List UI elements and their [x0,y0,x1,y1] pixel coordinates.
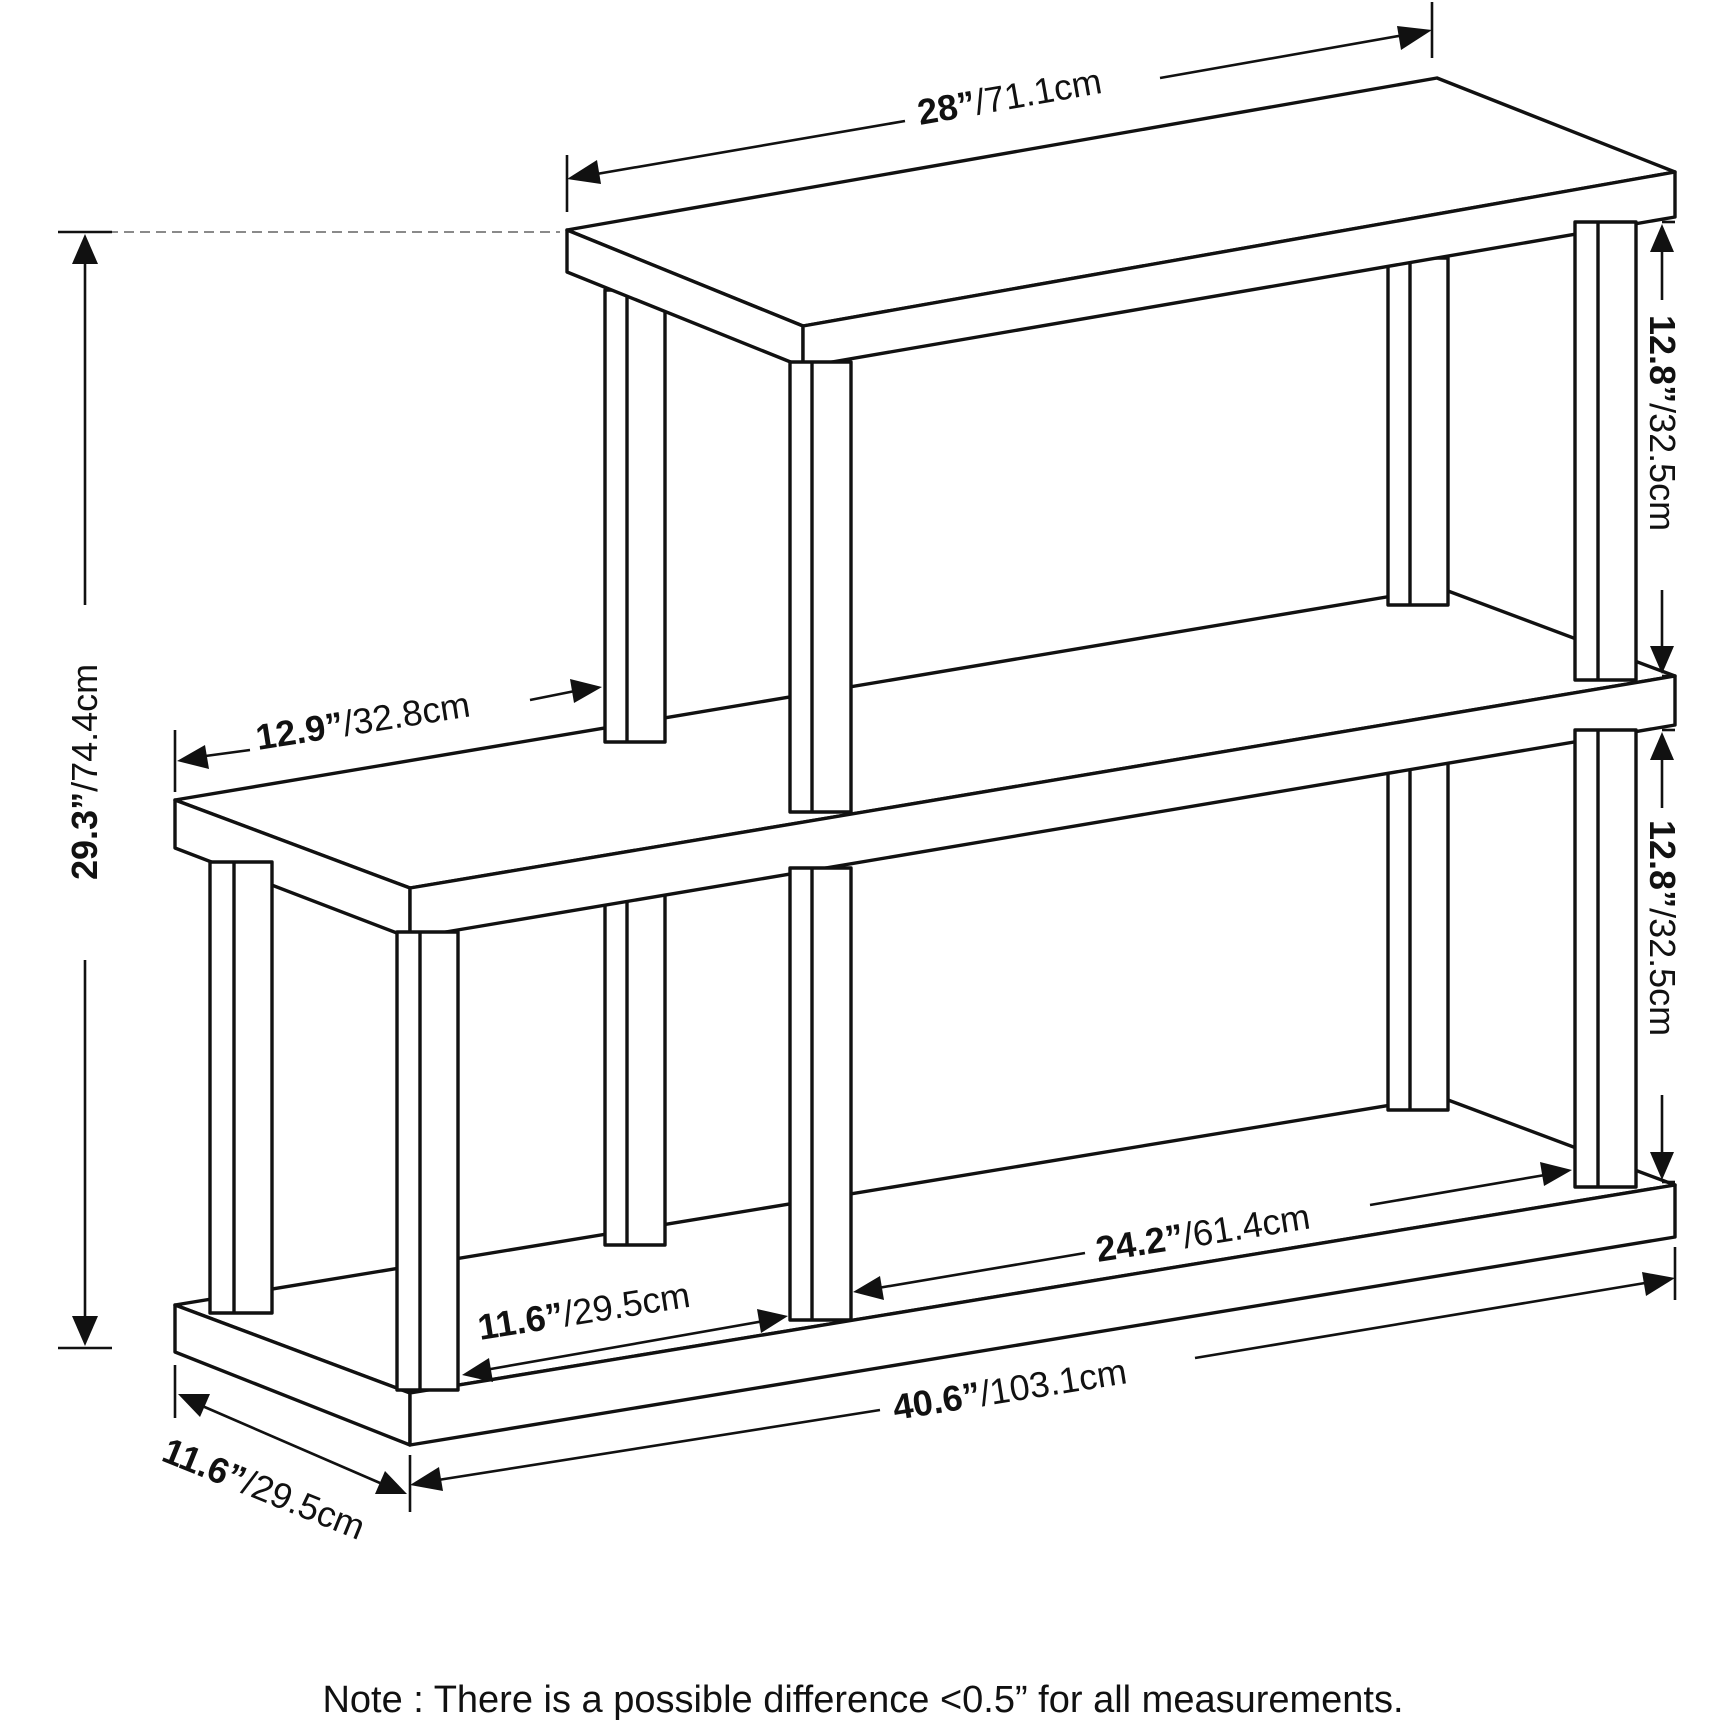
front-post-upper-right [1573,220,1638,682]
top-width-label: 28”/71.1cm [914,60,1104,133]
upper-clearance-imperial: 12.8” [1642,315,1683,403]
total-width-label: 40.6”/103.1cm [890,1350,1130,1427]
top-width-dimension-line [565,2,1434,212]
lower-clearance-dimension-line [1650,728,1675,1184]
lower-clearance-metric: /32.5cm [1642,908,1683,1036]
back-post-upper-right [1386,256,1450,607]
lower-clearance-label: 12.8”/32.5cm [1642,820,1683,1036]
step-depth-label: 12.9”/32.8cm [253,684,473,758]
front-post-lower-right [1573,728,1638,1189]
step-depth-dimension-line [173,679,602,792]
depth-metric: /29.5cm [237,1462,371,1548]
upper-clearance-metric: /32.5cm [1642,403,1683,531]
total-height-imperial: 29.3” [64,792,105,880]
back-post-upper-left [603,288,667,744]
total-width-metric: /103.1cm [977,1350,1130,1414]
inner-span-right-dimension-line [853,1162,1572,1300]
total-height-dimension-line [58,230,560,1350]
depth-label: 11.6”/29.5cm [157,1429,371,1547]
inner-span-left-dimension-line [462,1309,788,1382]
depth-imperial: 11.6” [157,1429,252,1499]
top-width-metric: /71.1cm [971,60,1104,123]
total-height-label: 29.3”/74.4cm [64,664,105,880]
middle-shelf [173,586,1677,940]
upper-clearance-dimension-line [1650,220,1675,678]
lower-clearance-imperial: 12.8” [1642,820,1683,908]
front-post-lower-left [208,860,274,1315]
step-depth-imperial: 12.9” [253,704,346,758]
back-post-lower-left [603,893,667,1247]
measurement-note: Note : There is a possible difference <0… [322,1679,1403,1721]
upper-clearance-label: 12.8”/32.5cm [1642,315,1683,531]
step-depth-metric: /32.8cm [340,684,473,745]
bottom-shelf [173,1095,1677,1447]
back-post-lower-right [1386,760,1450,1112]
total-height-metric: /74.4cm [64,664,105,792]
front-post-upper-center [788,360,853,814]
front-post-lower-center [788,866,853,1322]
total-width-dimension-line [408,1247,1677,1512]
depth-dimension-line [173,1365,407,1494]
top-width-imperial: 28” [914,82,978,132]
front-post-lower-mid [395,930,460,1392]
total-width-imperial: 40.6” [890,1374,983,1428]
top-shelf [565,76,1677,369]
